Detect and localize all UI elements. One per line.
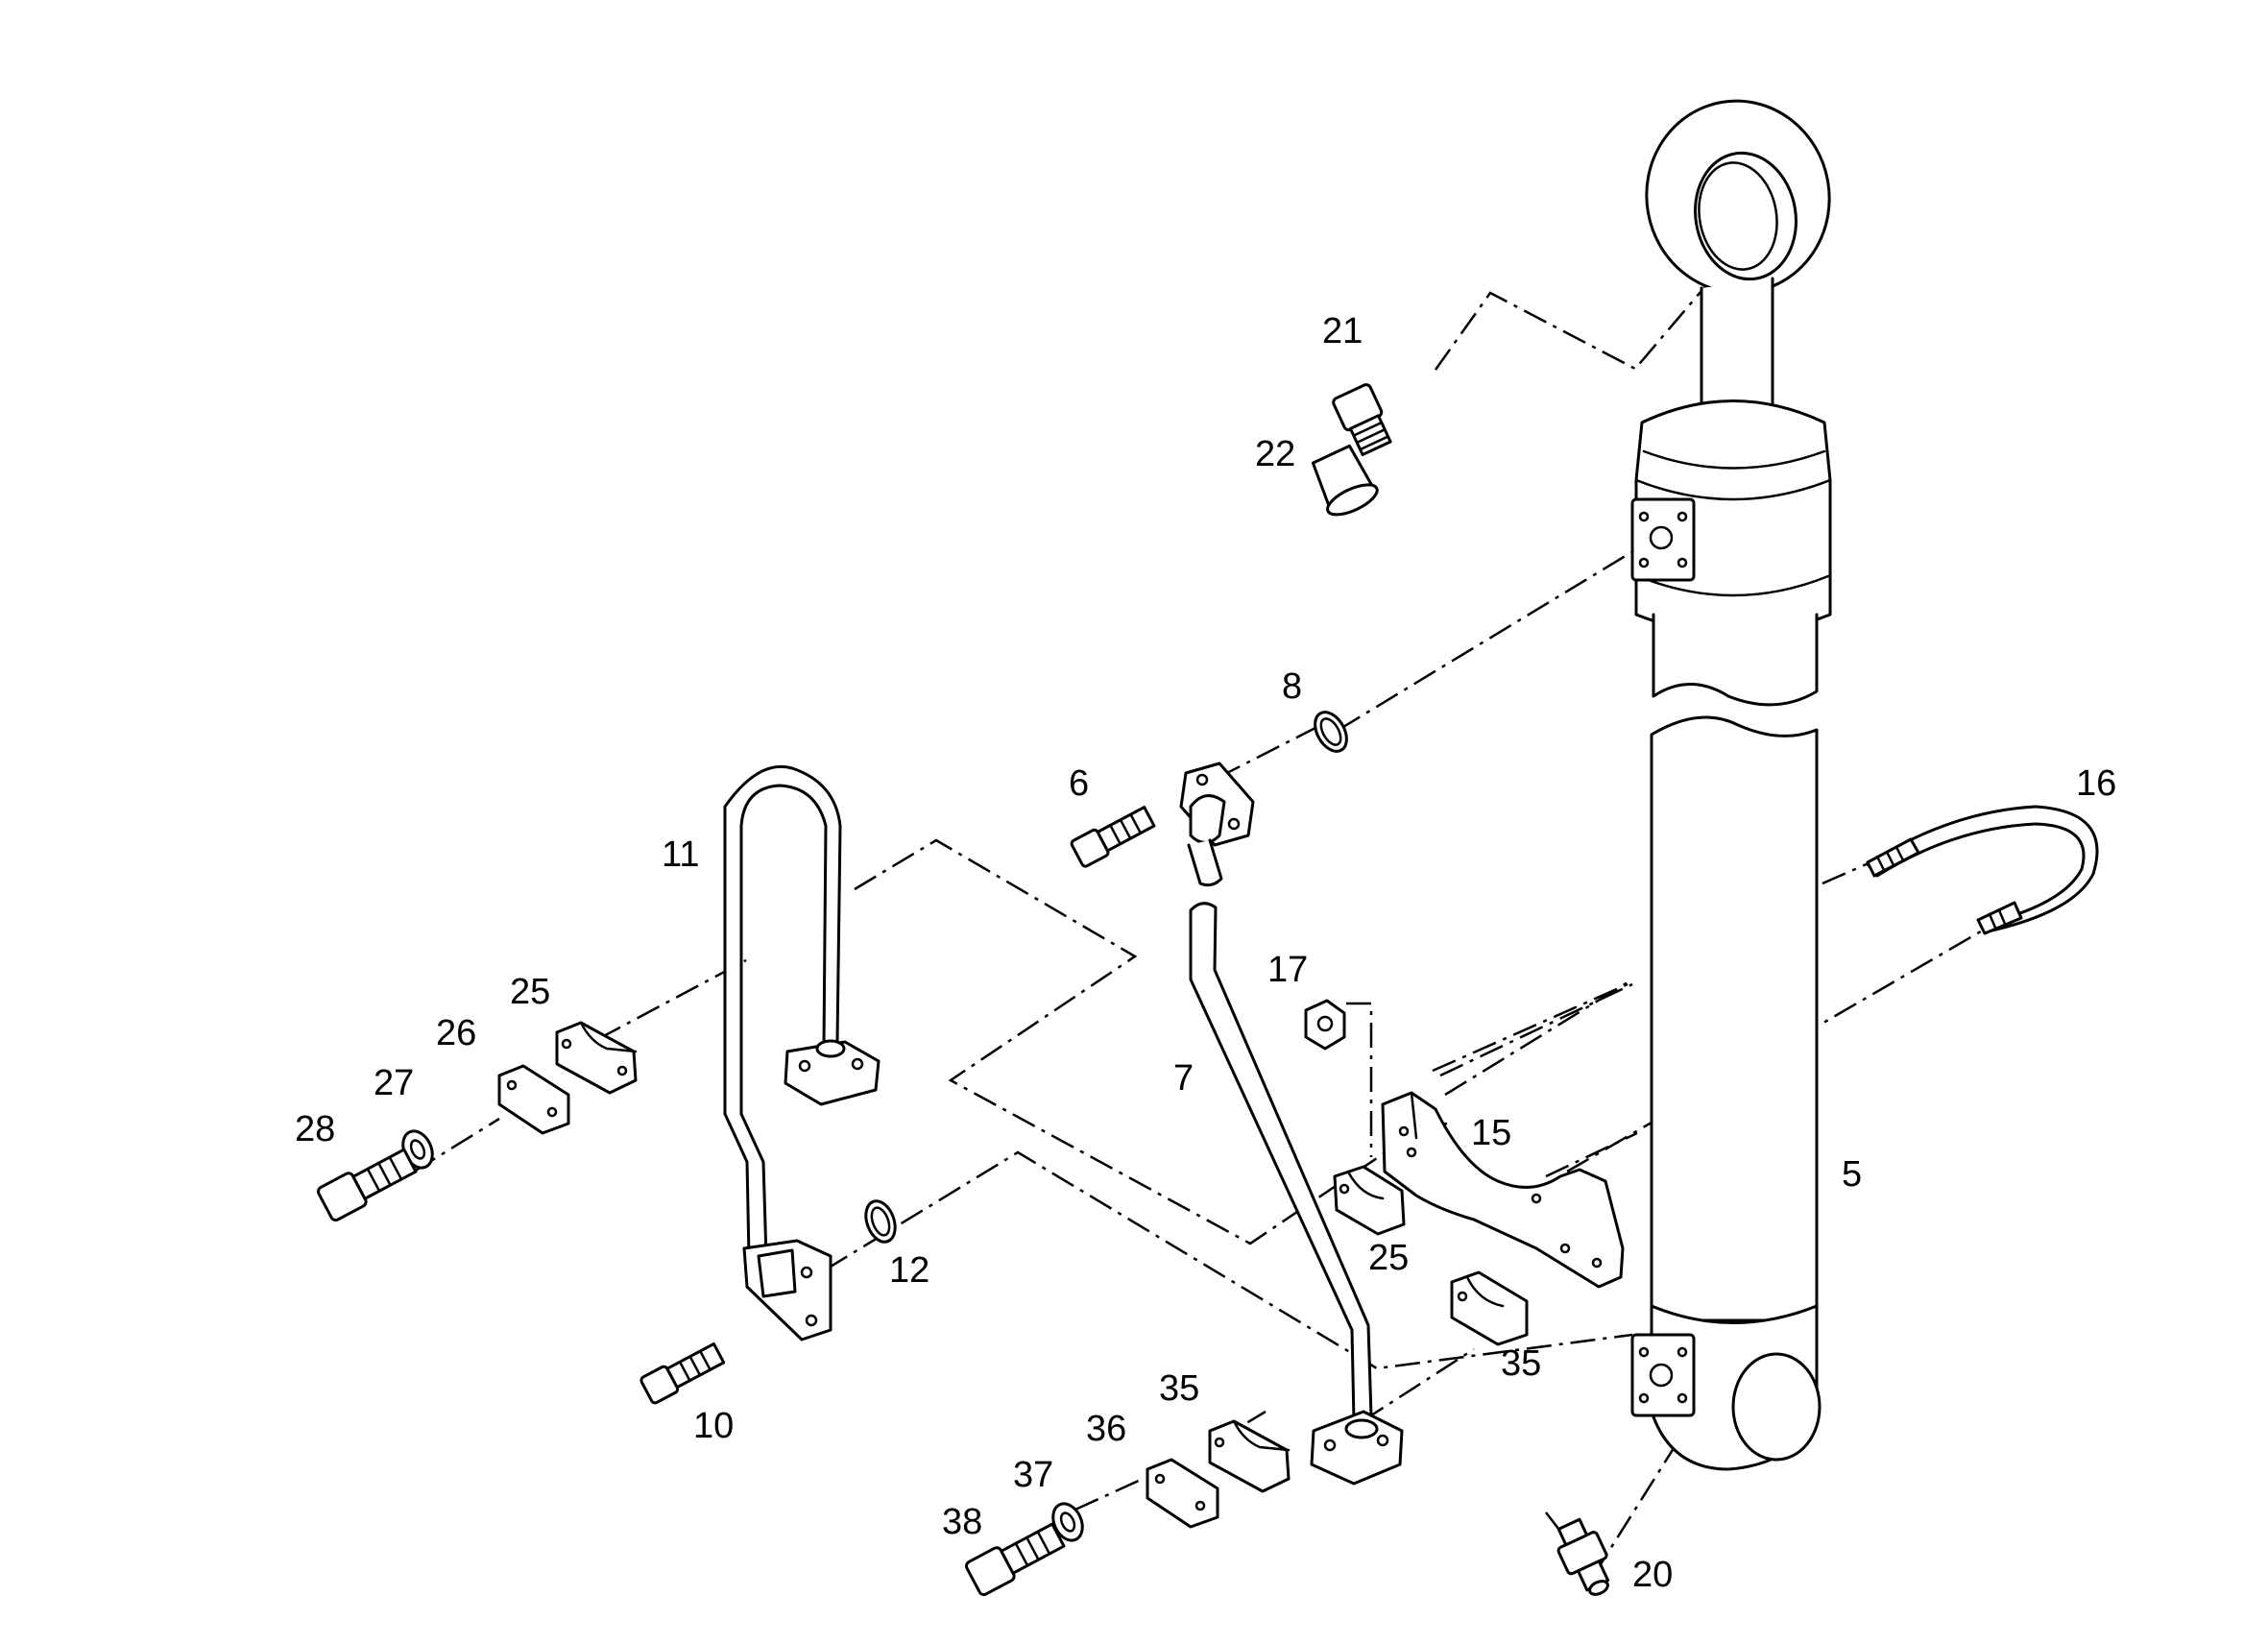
o-ring-8 [1314, 711, 1348, 753]
grease-fitting-21 [1332, 383, 1392, 457]
bolt-6 [1070, 806, 1156, 868]
callout-26: 26 [436, 1013, 476, 1053]
callout-12: 12 [889, 1250, 929, 1291]
clamp-half-35-bottom [1208, 1419, 1291, 1493]
callout-22: 22 [1255, 434, 1295, 474]
callout-15: 15 [1471, 1113, 1511, 1153]
u-bolt-16 [1866, 805, 2099, 935]
callout-17: 17 [1267, 950, 1308, 990]
callout-8: 8 [1282, 666, 1302, 707]
clamp-plate-26 [497, 1064, 570, 1135]
callout-16: 16 [2076, 763, 2116, 804]
hydraulic-cylinder [1630, 99, 1832, 1471]
callout-7: 7 [1173, 1058, 1194, 1099]
callout-38: 38 [942, 1502, 982, 1542]
callout-25b: 25 [1368, 1238, 1409, 1278]
bolt-28 [316, 1148, 418, 1222]
callout-27: 27 [374, 1063, 414, 1103]
nut-17 [1304, 999, 1346, 1051]
callout-35b: 35 [1501, 1343, 1541, 1384]
callout-28: 28 [295, 1109, 335, 1149]
callout-10: 10 [693, 1406, 734, 1446]
bolt-38 [964, 1522, 1066, 1597]
clamp-half-35-right [1450, 1270, 1529, 1346]
callout-5: 5 [1842, 1154, 1862, 1195]
callout-36: 36 [1086, 1409, 1126, 1449]
callout-20: 20 [1632, 1555, 1673, 1595]
callout-6: 6 [1069, 763, 1089, 804]
looped-pipe-11 [723, 764, 881, 1342]
o-ring-12 [864, 1199, 897, 1244]
bracket-15 [1381, 1091, 1625, 1289]
protective-cap-22 [1311, 444, 1379, 517]
clamp-half-25-center [1333, 1165, 1406, 1236]
callout-labels: 5 6 7 8 10 11 12 15 16 17 20 21 22 25 25… [295, 311, 2116, 1595]
clamp-half-25-left [555, 1021, 638, 1095]
bolt-10 [639, 1342, 726, 1405]
clamp-plate-36 [1146, 1458, 1219, 1529]
grease-nipple-20 [1556, 1517, 1610, 1596]
callout-11: 11 [662, 834, 699, 875]
callout-37: 37 [1013, 1455, 1053, 1495]
callout-35a: 35 [1159, 1368, 1199, 1409]
hydraulic-pipe-7 [1179, 762, 1404, 1486]
callout-25a: 25 [510, 972, 550, 1012]
callout-21: 21 [1322, 311, 1363, 351]
